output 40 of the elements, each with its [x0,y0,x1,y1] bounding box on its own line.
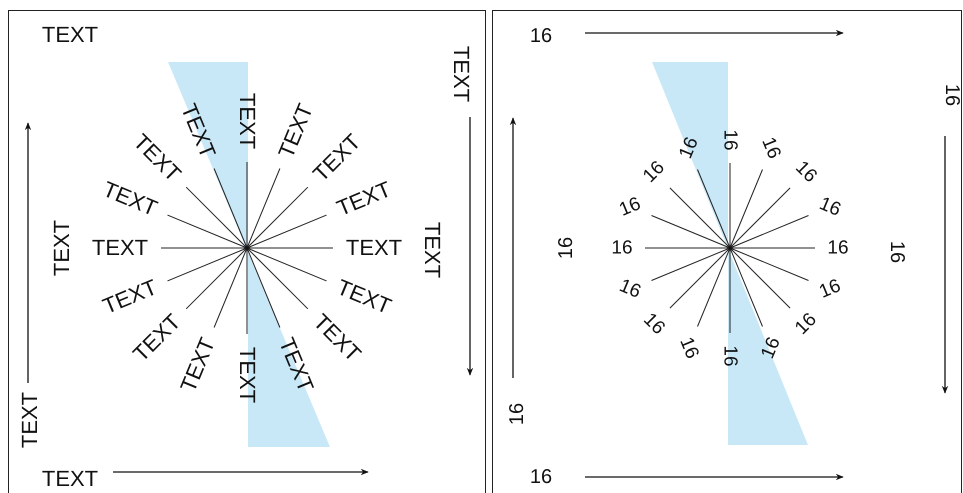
sample-text: 16 [639,310,668,339]
sample-text: TEXT [450,46,472,102]
sample-text: TEXT [42,24,98,46]
sample-text: 16 [616,276,644,302]
sample-text: 16 [887,240,907,264]
sample-text: 16 [816,194,844,220]
sample-text: TEXT [236,92,258,150]
sample-text: 16 [507,402,527,426]
sample-text: 16 [758,334,784,362]
sample-text: TEXT [421,222,443,278]
sample-text: TEXT [100,178,160,220]
sample-text: 16 [611,238,633,258]
sample-text: 16 [720,345,740,367]
sample-text: TEXT [334,178,394,220]
sample-text: TEXT [42,468,98,490]
sample-text: 16 [792,157,821,186]
sample-text: TEXT [19,392,41,448]
sample-text: 16 [816,276,844,302]
sample-text: TEXT [100,276,160,318]
sample-text: TEXT [274,100,317,161]
sample-text: 16 [720,129,740,151]
sample-text: 16 [676,334,702,362]
sample-text: TEXT [92,237,148,259]
sample-text: TEXT [177,335,220,396]
sample-text: 16 [616,194,644,220]
sample-text: 16 [792,310,821,339]
sample-text: TEXT [346,237,402,259]
sample-text: TEXT [177,100,220,161]
sample-text: TEXT [274,335,317,396]
sample-text: 16 [556,236,576,260]
sample-text: 16 [530,26,552,46]
sample-text: 16 [758,134,784,162]
sample-text: 16 [827,238,849,258]
sample-text: 16 [639,157,668,186]
sample-text: 16 [942,84,962,106]
sample-text: TEXT [236,346,258,404]
sample-text: 16 [676,134,702,162]
sample-text: TEXT [334,276,394,318]
sample-text: 16 [530,467,552,487]
sample-text: TEXT [51,220,73,276]
